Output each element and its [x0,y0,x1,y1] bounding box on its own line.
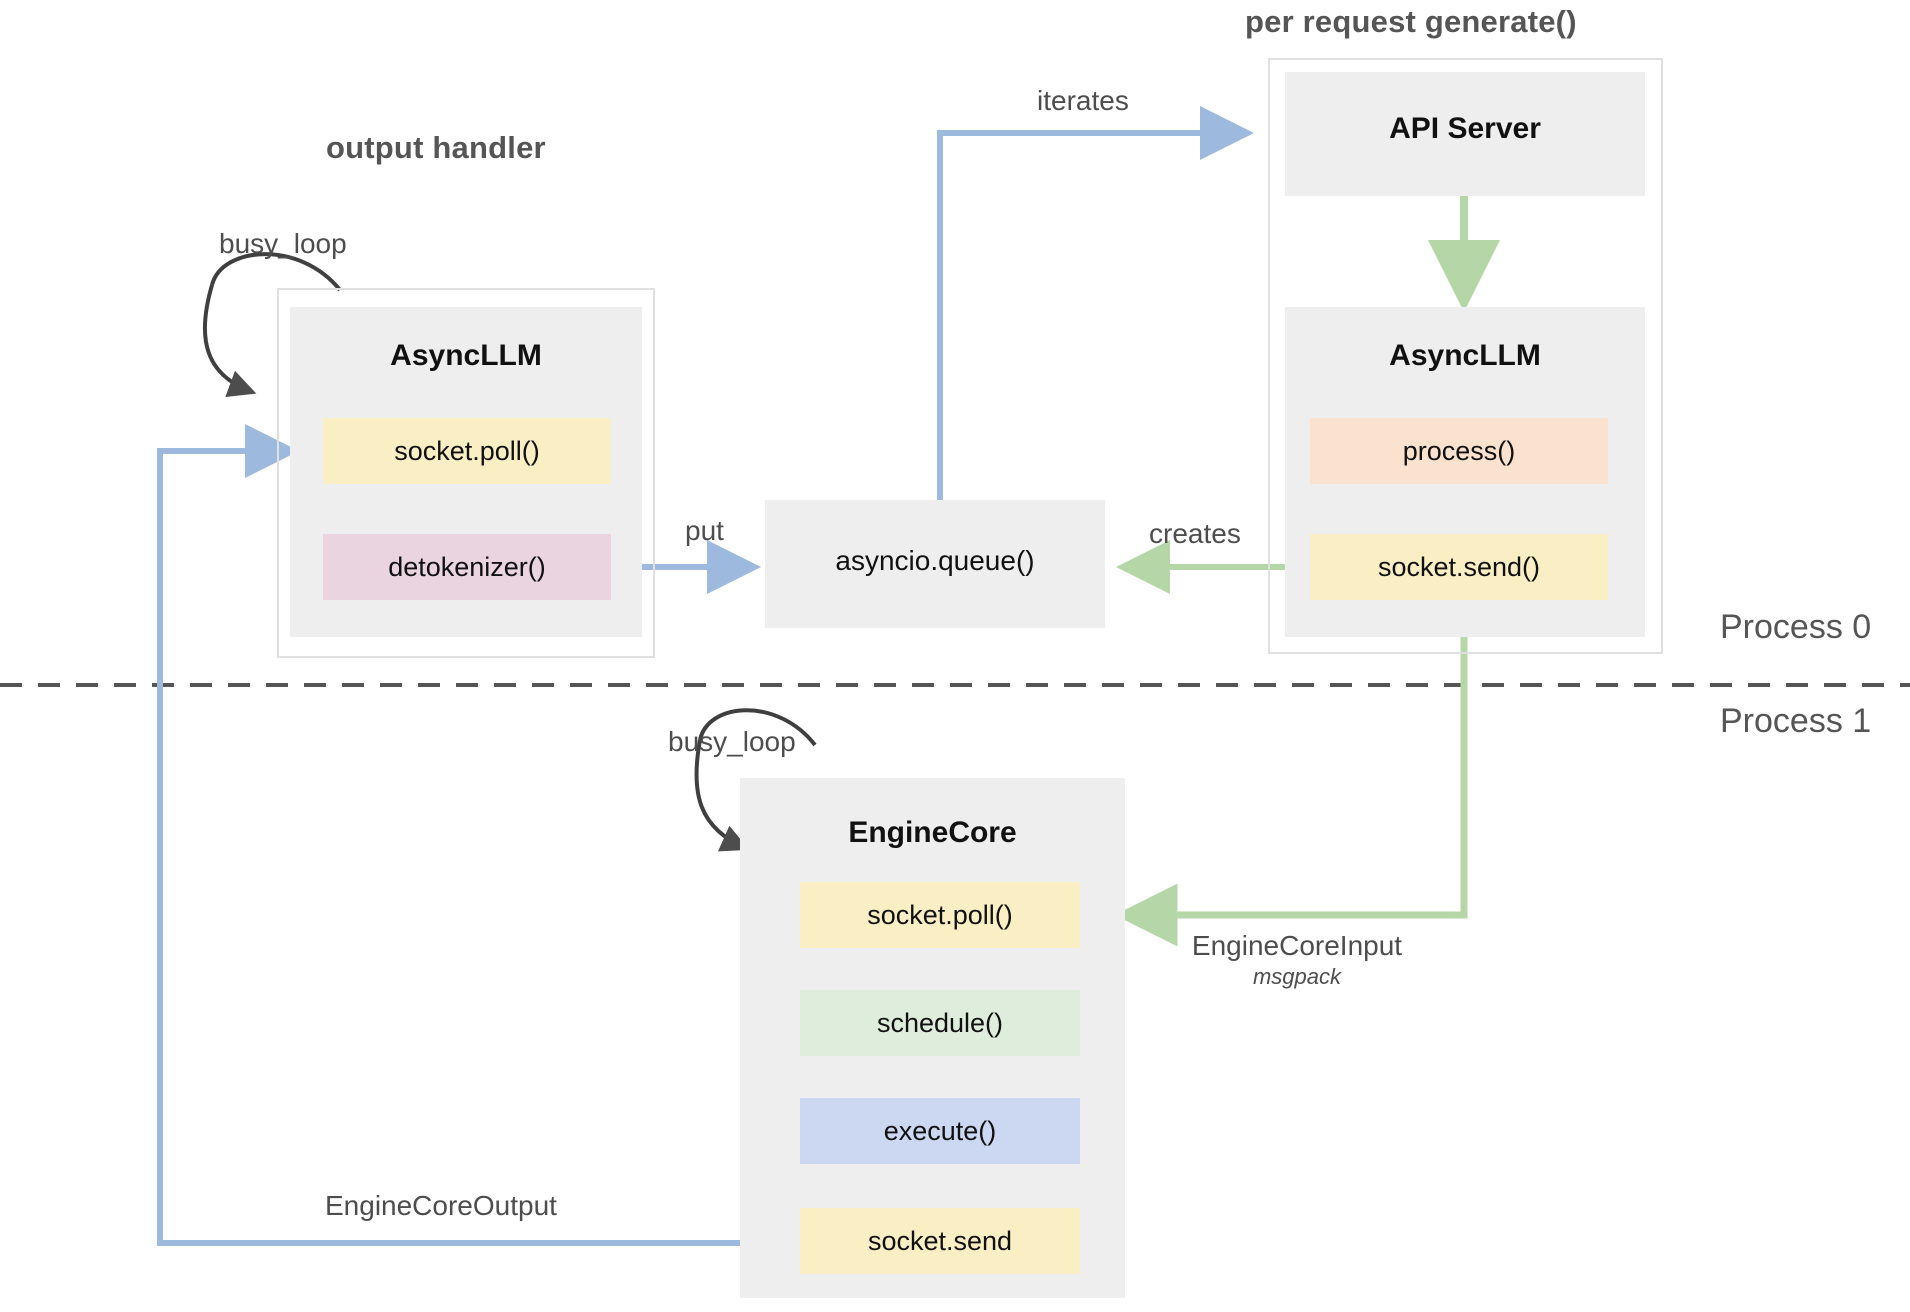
label-busy-loop-engine: busy_loop [668,726,796,757]
label-iterates: iterates [1037,85,1129,116]
slot-async-llm-right-socket-send[interactable]: socket.send() [1310,534,1608,600]
node-api-server-title: API Server [1389,112,1541,145]
slot-async-llm-left-socket-poll[interactable]: socket.poll() [323,418,611,484]
per-request-container [1268,58,1663,654]
slot-async-llm-left-detokenizer[interactable]: detokenizer() [323,534,611,600]
node-asyncio-queue[interactable]: asyncio.queue() [765,500,1105,628]
node-api-server[interactable]: API Server [1285,72,1645,196]
node-async-llm-right-title: AsyncLLM [1389,339,1541,372]
group-title-output-handler: output handler [326,130,546,165]
label-engine-core-input-sub: msgpack [1252,964,1342,989]
busy-loop-arrow-left [203,284,257,398]
output-handler-container [277,288,655,658]
slot-engine-core-socket-send[interactable]: socket.send [800,1208,1080,1274]
process-label-0: Process 0 [1720,608,1872,646]
label-busy-loop-left: busy_loop [219,228,347,259]
slot-async-llm-right-process[interactable]: process() [1310,418,1608,484]
node-engine-core-title: EngineCore [848,816,1017,849]
node-asyncio-queue-title: asyncio.queue() [835,545,1035,576]
slot-engine-core-schedule[interactable]: schedule() [800,990,1080,1056]
label-engine-core-output: EngineCoreOutput [325,1190,557,1221]
edge-iterates [937,106,1254,500]
label-engine-core-input: EngineCoreInput msgpack [1172,930,1422,990]
label-put: put [685,515,724,546]
node-async-llm-left-title: AsyncLLM [390,339,542,372]
slot-engine-core-execute[interactable]: execute() [800,1098,1080,1164]
group-title-per-request: per request generate() [1245,4,1577,39]
process-label-1: Process 1 [1720,702,1872,740]
label-engine-core-input-main: EngineCoreInput [1191,930,1403,961]
slot-engine-core-socket-poll[interactable]: socket.poll() [800,882,1080,948]
label-creates: creates [1149,518,1241,549]
